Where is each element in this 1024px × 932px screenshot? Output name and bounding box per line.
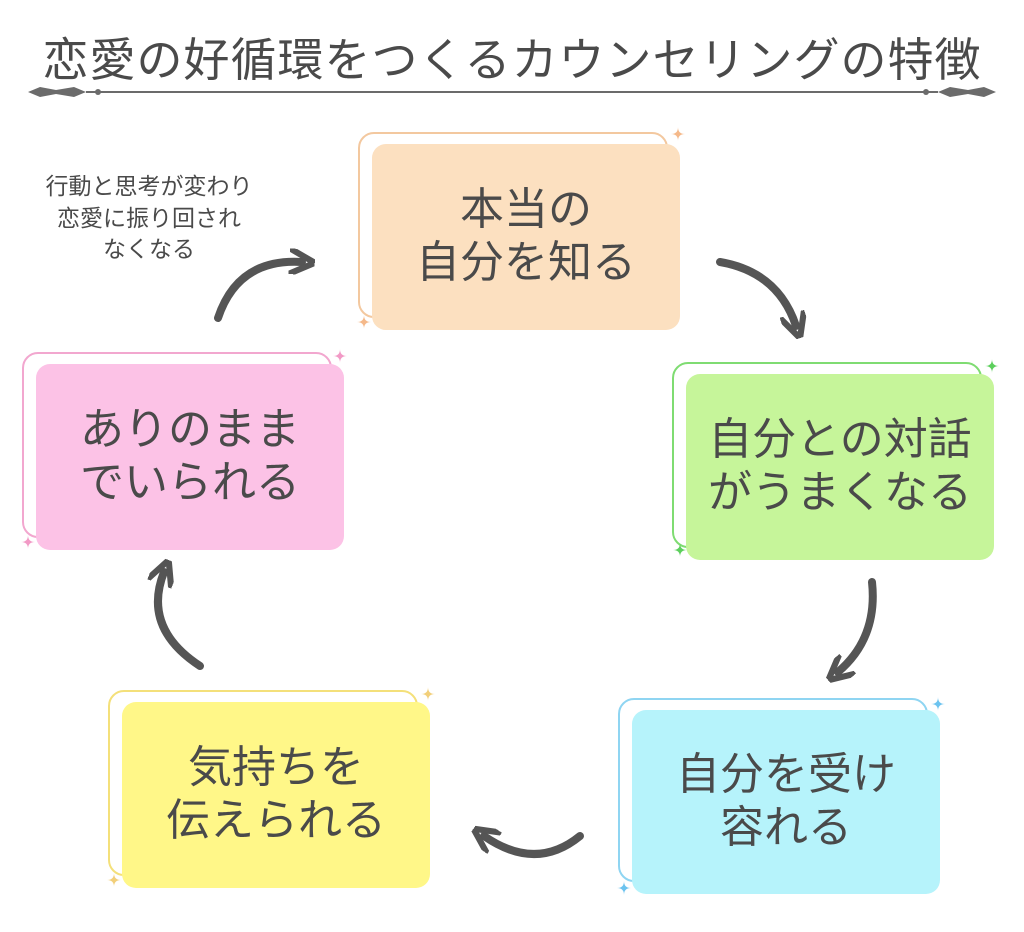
step-card-accept-self: 自分を受け 容れる	[618, 698, 940, 894]
page-title: 恋愛の好循環をつくるカウンセリングの特徴	[42, 33, 982, 87]
arrow-know-to-dialog	[716, 258, 796, 326]
arrow-accept-to-convey	[484, 836, 584, 858]
sparkle-icon	[107, 873, 121, 887]
step-card-convey-fill: 気持ちを 伝えられる	[122, 702, 430, 888]
sparkle-icon	[357, 315, 371, 329]
title-divider	[28, 87, 996, 97]
sparkle-icon	[673, 543, 687, 557]
step-be-line2: でいられる	[80, 457, 300, 508]
cycle-result-note: 行動と思考が変わり 恋愛に振り回され なくなる	[18, 172, 280, 267]
sparkle-icon	[21, 535, 35, 549]
note-line3: なくなる	[103, 237, 195, 264]
sparkle-icon	[671, 127, 685, 141]
step-card-know-fill: 本当の 自分を知る	[372, 144, 680, 330]
step-know-line2: 自分を知る	[416, 237, 636, 288]
note-line1: 行動と思考が変わり	[45, 174, 253, 200]
arrow-convey-to-be	[158, 572, 204, 670]
step-dialog-line2: がうまくなる	[708, 467, 972, 518]
arrow-be-to-know	[214, 262, 302, 322]
step-card-convey-feelings: 気持ちを 伝えられる	[108, 690, 430, 888]
step-card-be-fill: ありのまま でいられる	[36, 364, 344, 550]
sparkle-icon	[333, 349, 347, 363]
sparkle-icon	[985, 359, 999, 373]
arrow-dialog-to-accept	[838, 578, 877, 672]
step-know-line1: 本当の	[460, 184, 592, 236]
step-card-accept-fill: 自分を受け 容れる	[632, 710, 940, 894]
step-card-self-dialog: 自分との対話 がうまくなる	[672, 362, 994, 560]
step-accept-line2: 容れる	[720, 802, 852, 853]
note-line2: 恋愛に振り回され	[57, 205, 241, 232]
step-convey-line2: 伝えられる	[166, 795, 386, 846]
step-convey-line1: 気持ちを	[188, 742, 364, 794]
step-card-be-yourself: ありのまま でいられる	[22, 352, 344, 550]
sparkle-decorations	[21, 127, 999, 895]
sparkle-icon	[931, 697, 945, 711]
step-accept-line1: 自分を受け	[676, 749, 896, 801]
step-be-line1: ありのまま	[80, 404, 300, 456]
step-dialog-line1: 自分との対話	[708, 414, 972, 466]
step-card-know-true-self: 本当の 自分を知る	[358, 132, 680, 330]
step-card-dialog-fill: 自分との対話 がうまくなる	[686, 374, 994, 560]
sparkle-icon	[421, 687, 435, 701]
sparkle-icon	[617, 881, 631, 895]
